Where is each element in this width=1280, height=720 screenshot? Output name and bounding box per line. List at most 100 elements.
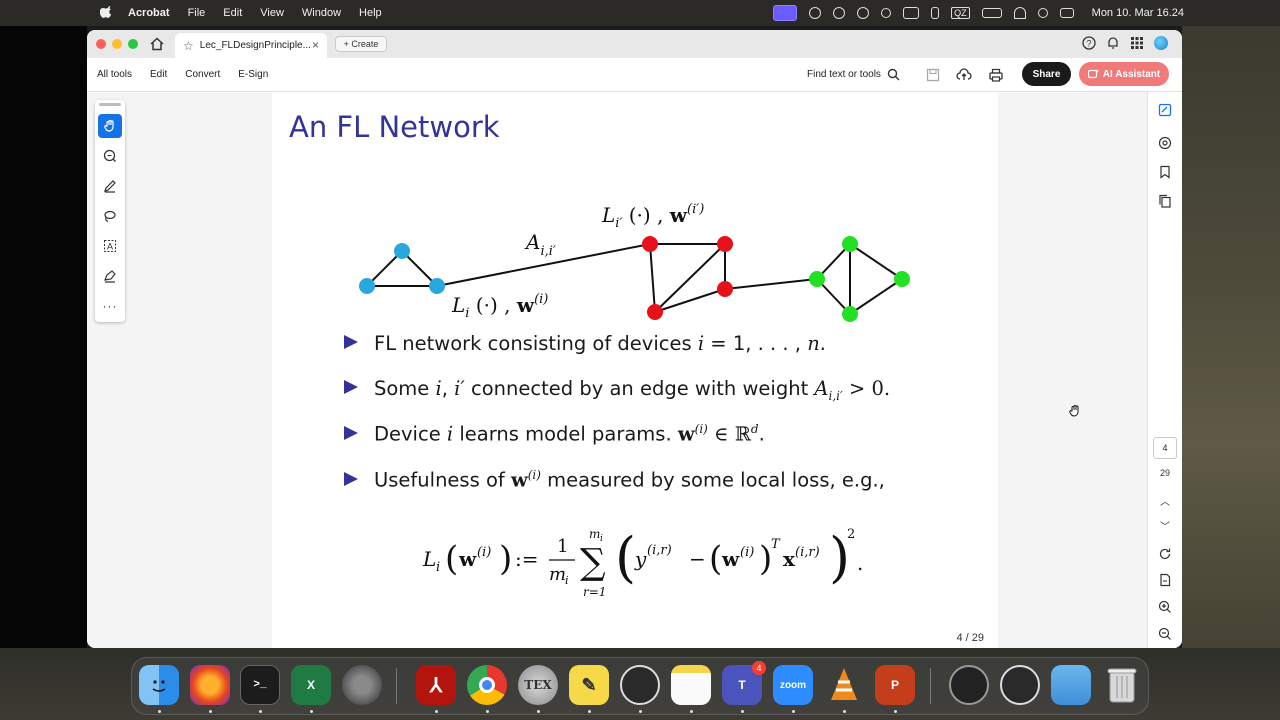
apps-grid-icon[interactable]	[1130, 36, 1144, 50]
close-tab-icon[interactable]: ×	[311, 38, 319, 52]
wifi-icon[interactable]	[1013, 7, 1026, 19]
right-rail: 4 29 ︿ ﹀	[1147, 92, 1182, 648]
spotlight-search-icon[interactable]	[1037, 8, 1048, 18]
ai-sparkle-icon	[1087, 68, 1099, 78]
svg-text:T: T	[771, 537, 781, 552]
rotate-button[interactable]	[1157, 546, 1173, 562]
applications-folder-icon[interactable]	[1051, 665, 1091, 705]
svg-text:(: (	[709, 539, 722, 579]
battery-icon[interactable]	[981, 8, 1002, 18]
draw-tool-button[interactable]	[98, 204, 122, 228]
edit-button[interactable]: Edit	[150, 69, 168, 80]
trash-icon[interactable]	[1102, 665, 1142, 705]
fit-page-button[interactable]	[1157, 572, 1173, 588]
screen-share-icon[interactable]	[773, 5, 798, 21]
find-tools-search[interactable]: Find text or tools	[807, 68, 900, 81]
apple-icon[interactable]	[100, 6, 114, 20]
document-tab[interactable]: ☆ Lec_FLDesignPrinciple... ×	[175, 33, 327, 58]
key-icon[interactable]	[881, 8, 892, 18]
menu-help[interactable]: Help	[359, 7, 382, 19]
terminal-app-icon[interactable]: >_	[240, 665, 280, 705]
finder-app-icon[interactable]	[139, 665, 179, 705]
firefox-app-icon[interactable]	[190, 665, 230, 705]
more-tools-button[interactable]: ···	[98, 294, 122, 318]
bell-icon[interactable]	[1106, 36, 1120, 50]
window-icon[interactable]	[903, 7, 920, 19]
ai-assistant-button[interactable]: AI Assistant	[1079, 62, 1169, 86]
share-button[interactable]: Share	[1022, 62, 1071, 86]
close-window-button[interactable]	[96, 39, 106, 49]
text-tool-button[interactable]: A	[98, 234, 122, 258]
help-icon[interactable]: ?	[1082, 36, 1096, 50]
running-indicator	[158, 710, 161, 713]
document-canvas[interactable]: A ··· An FL Network	[87, 92, 1147, 648]
keyboard-layout-label[interactable]: QZ	[951, 7, 970, 19]
sign-tool-button[interactable]	[98, 264, 122, 288]
all-tools-button[interactable]: All tools	[97, 69, 133, 80]
comment-tool-button[interactable]	[98, 144, 122, 168]
activity-monitor-app-icon[interactable]	[620, 665, 660, 705]
running-indicator	[588, 710, 591, 713]
creative-cloud-icon[interactable]	[833, 7, 846, 19]
graph-edge	[649, 243, 656, 313]
star-icon[interactable]: ☆	[183, 38, 194, 53]
graph-node-red	[717, 281, 733, 297]
svg-text:1: 1	[557, 536, 568, 557]
chrome-center-icon	[479, 677, 495, 693]
vlc-app-icon[interactable]	[824, 665, 864, 705]
menu-view[interactable]: View	[260, 7, 284, 19]
upload-cloud-icon[interactable]	[956, 67, 972, 83]
highlight-tool-button[interactable]	[98, 174, 122, 198]
chrome-app-icon[interactable]	[467, 665, 507, 705]
acrobat-app-icon[interactable]: ⅄	[416, 665, 456, 705]
hand-tool-button[interactable]	[98, 114, 122, 138]
esign-button[interactable]: E-Sign	[238, 69, 269, 80]
zoom-in-button[interactable]	[1157, 599, 1173, 615]
slide-page-number: 4 / 29	[956, 632, 984, 644]
pages-rail-button[interactable]	[1157, 193, 1173, 209]
powerpoint-app-icon[interactable]: P	[875, 665, 915, 705]
excel-app-icon[interactable]: X	[291, 665, 331, 705]
panel-grip[interactable]	[99, 103, 121, 106]
search-icon	[887, 68, 900, 81]
control-center-icon[interactable]	[1059, 8, 1074, 18]
clock[interactable]: Mon 10. Mar 16.24	[1091, 7, 1184, 19]
convert-button[interactable]: Convert	[185, 69, 221, 80]
document-icon	[1160, 573, 1171, 587]
bookmarks-rail-button[interactable]	[1157, 164, 1173, 180]
zoom-app-icon[interactable]: zoom	[773, 665, 813, 705]
menu-app-name[interactable]: Acrobat	[128, 7, 170, 19]
bluetooth-icon[interactable]	[931, 7, 940, 19]
maximize-window-button[interactable]	[128, 39, 138, 49]
trash-can-icon	[1107, 668, 1137, 703]
edit-pdf-rail-button[interactable]	[1157, 102, 1173, 118]
menu-edit[interactable]: Edit	[223, 7, 243, 19]
tex-app-icon[interactable]: TEX	[518, 665, 558, 705]
comments-rail-button[interactable]	[1157, 135, 1173, 151]
system-settings-app-icon[interactable]	[342, 665, 382, 705]
current-page-input[interactable]: 4	[1153, 437, 1177, 459]
svg-text:(i): (i)	[477, 545, 491, 560]
script-editor-app-icon[interactable]: ✎	[569, 665, 609, 705]
menu-window[interactable]: Window	[301, 7, 342, 19]
notes-app-icon[interactable]	[671, 665, 711, 705]
disk-utility-app-icon[interactable]	[949, 665, 989, 705]
svg-text:m: m	[549, 564, 566, 585]
home-icon[interactable]	[149, 36, 165, 52]
profile-avatar[interactable]	[1154, 36, 1168, 50]
record-icon[interactable]	[857, 7, 870, 19]
zoom-out-button[interactable]	[1157, 626, 1173, 642]
create-button[interactable]: + Create	[335, 36, 387, 52]
menu-file[interactable]: File	[187, 7, 206, 19]
activity-monitor-minimized-icon[interactable]	[1000, 665, 1040, 705]
previous-page-button[interactable]: ︿	[1157, 492, 1173, 508]
extension-icon[interactable]	[809, 7, 822, 19]
graph-node-red	[717, 236, 733, 252]
next-page-button[interactable]: ﹀	[1157, 517, 1173, 533]
svg-text:w: w	[721, 547, 740, 571]
minimize-window-button[interactable]	[112, 39, 122, 49]
bullet-item-4: Usefulness of w(i) measured by some loca…	[344, 468, 885, 492]
print-icon[interactable]	[988, 67, 1004, 83]
save-icon[interactable]	[925, 67, 941, 83]
